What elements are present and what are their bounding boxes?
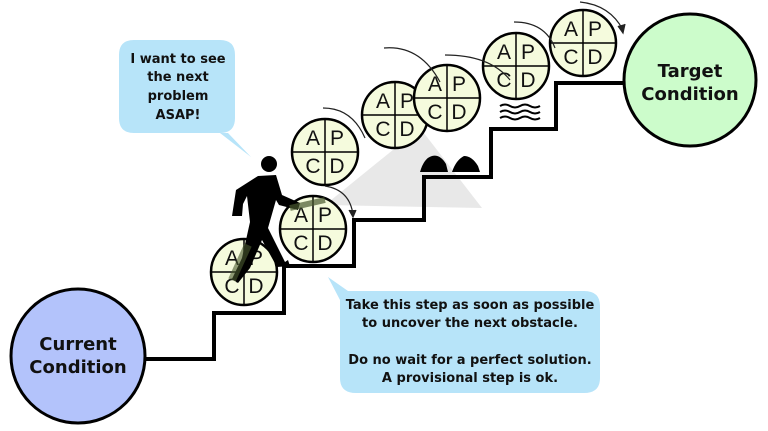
pdca-label-c: C (427, 101, 442, 124)
pdca-label-p: P (318, 204, 332, 227)
target-condition-line1: Target (658, 61, 723, 82)
note-line-1: Take this step as soon as possible (346, 298, 595, 313)
pdca-label-d: D (451, 101, 466, 124)
pdca-label-d: D (587, 46, 602, 69)
note-line-2: to uncover the next obstacle. (362, 316, 578, 331)
speech-bubble: I want to see the next problem ASAP! (119, 40, 251, 157)
pdca-label-a: A (376, 90, 390, 113)
rocks-obstacle-icon (420, 155, 480, 172)
target-condition-node: Target Condition (622, 12, 758, 148)
target-condition-line2: Condition (641, 84, 738, 105)
speech-line-2: the next (147, 70, 208, 85)
note-line-3: Do no wait for a perfect solution. (348, 353, 591, 368)
pdca-label-a: A (306, 127, 320, 150)
shadow-area (325, 128, 482, 208)
pdca-label-d: D (248, 275, 263, 298)
cycle-arrows (322, 1, 626, 219)
leg-overlay (228, 243, 252, 282)
pdca-label-c: C (293, 232, 308, 255)
pdca-label-p: P (588, 18, 602, 41)
current-condition-line1: Current (39, 334, 117, 355)
pdca-label-c: C (375, 118, 390, 141)
pdca-label-p: P (452, 73, 466, 96)
note-bubble: Take this step as soon as possible to un… (328, 277, 600, 393)
pdca-label-d: D (317, 232, 332, 255)
speech-line-3: problem (148, 89, 209, 104)
pdca-label-a: A (497, 41, 511, 64)
pdca-label-d: D (329, 155, 344, 178)
pdca-label-p: P (400, 90, 414, 113)
current-condition-line2: Condition (29, 357, 126, 378)
note-line-4: A provisional step is ok. (382, 371, 558, 386)
pdca-label-p: P (521, 41, 535, 64)
pdca-label-a: A (428, 73, 442, 96)
pdca-label-d: D (520, 69, 535, 92)
pdca-label-a: A (564, 18, 578, 41)
pdca-label-p: P (330, 127, 344, 150)
arm-overlay (289, 197, 326, 211)
pdca-label-d: D (399, 118, 414, 141)
speech-line-1: I want to see (130, 52, 225, 67)
speech-line-4: ASAP! (156, 108, 201, 123)
pdca-label-c: C (563, 46, 578, 69)
water-obstacle-icon (499, 103, 541, 121)
pdca-label-c: C (305, 155, 320, 178)
pdca-label-c: C (496, 69, 511, 92)
current-condition-node: Current Condition (9, 287, 147, 425)
staircase (146, 81, 626, 361)
walking-person-icon (232, 156, 300, 283)
